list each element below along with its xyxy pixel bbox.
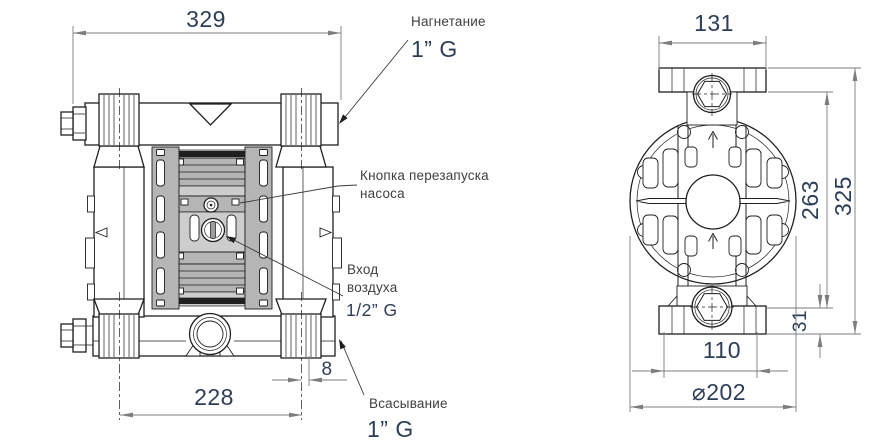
flow-direction-arrows: [708, 130, 718, 249]
callout-air-inlet: Вход воздуха 1/2” G: [226, 236, 398, 320]
front-center-body: [176, 149, 246, 307]
dim-side-upper-height: 263: [767, 91, 833, 309]
discharge-size: 1” G: [411, 36, 458, 62]
front-right-rail: [244, 146, 273, 310]
front-bottom-left-cap: [60, 318, 93, 353]
side-top-port-hex: [692, 73, 732, 116]
callout-restart-button: Кнопка перезапуска насоса: [239, 168, 489, 204]
discharge-label: Нагнетание: [411, 14, 486, 29]
dim-total-height-text: 325: [830, 176, 856, 216]
dim-top-width-text: 131: [694, 10, 734, 36]
dim-edge-offset-text: 8: [321, 359, 332, 380]
restart-label-line1: Кнопка перезапуска: [360, 168, 489, 183]
side-bottom-port-hex: [690, 285, 734, 330]
suction-size: 1” G: [367, 416, 414, 442]
dim-front-total-width: 329: [72, 6, 342, 104]
front-top-right-clamp-skirt: [275, 145, 327, 168]
dim-flange-diameter-text: ⌀202: [692, 379, 746, 405]
front-bottom-left-clamp: [98, 313, 140, 359]
front-bottom-right-clamp: [280, 313, 322, 359]
front-left-rail: [151, 146, 180, 310]
front-bottom-right-clamp-skirt: [275, 298, 327, 316]
dim-port-spacing-text: 228: [194, 384, 234, 410]
dim-side-foot-height: 31: [790, 284, 823, 358]
dim-foot-height-text: 31: [790, 310, 811, 332]
dim-side-foot-width: 110: [632, 332, 788, 378]
front-bottom-left-clamp-skirt: [93, 298, 145, 316]
air-inlet-label-line2: воздуха: [347, 280, 398, 295]
front-centerlines: [119, 88, 302, 420]
center-body-bolts: [176, 158, 244, 295]
front-right-housing-column: [282, 166, 342, 318]
front-bottom-port: [185, 312, 235, 357]
side-view: [629, 67, 797, 335]
dim-upper-height-text: 263: [797, 180, 823, 220]
dim-front-port-spacing: 228: [120, 384, 302, 418]
air-inlet-size: 1/2” G: [346, 300, 398, 320]
side-flange: [629, 117, 797, 286]
front-top-right-clamp: [280, 93, 322, 147]
dim-side-flange-diameter: ⌀202: [629, 236, 797, 412]
air-inlet-port: [200, 217, 226, 243]
front-view: [60, 88, 342, 420]
side-bottom-foot: [658, 285, 767, 335]
suction-label: Всасывание: [369, 396, 448, 411]
flange-rib-pockets: [642, 146, 783, 257]
pump-restart-button: [203, 197, 219, 213]
callout-discharge: Нагнетание 1” G: [339, 14, 486, 124]
dim-front-edge-offset: 8: [272, 356, 347, 386]
air-inlet-label-line1: Вход: [347, 262, 378, 277]
side-column-edges: [677, 125, 747, 286]
front-left-housing-column: [85, 166, 145, 318]
restart-label-line2: насоса: [360, 186, 405, 201]
front-top-left-cap: [60, 106, 87, 141]
dim-foot-width-text: 110: [703, 337, 741, 363]
dim-side-total-height: 325: [767, 67, 861, 335]
callout-suction: Всасывание 1” G: [339, 339, 448, 442]
dim-total-width-text: 329: [186, 6, 226, 32]
front-top-left-clamp-skirt: [93, 145, 145, 168]
flange-center-bore: [685, 174, 741, 230]
front-top-left-clamp: [98, 93, 140, 147]
top-center-marker-triangle: [188, 103, 233, 126]
side-top-manifold: [658, 67, 767, 126]
dim-side-top-width: 131: [658, 10, 767, 70]
